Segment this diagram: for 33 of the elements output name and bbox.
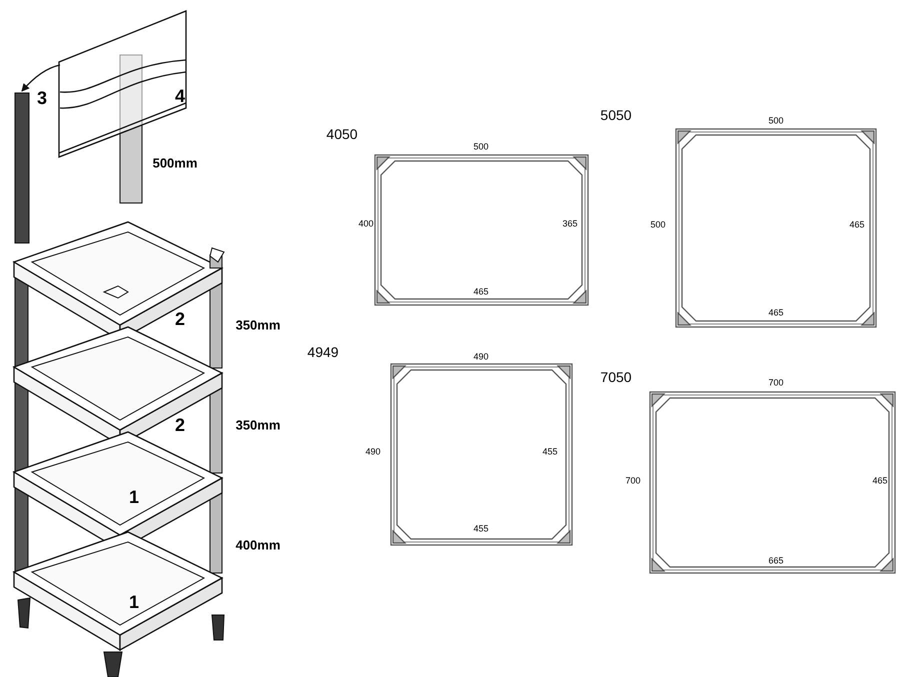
part-number: 3 (37, 89, 47, 107)
dimension-label: 350mm (236, 418, 280, 432)
dimension-label: 400mm (236, 538, 280, 552)
dimension-label: 465 (872, 476, 888, 486)
model-label: 7050 (600, 370, 632, 384)
part-number: 1 (129, 593, 139, 611)
dimension-label: 700 (768, 378, 784, 388)
dimension-label: 465 (849, 220, 865, 230)
model-label: 5050 (600, 108, 632, 122)
dimension-label: 465 (473, 288, 489, 296)
dimension-label: 500 (650, 220, 666, 230)
part-number: 4 (175, 87, 185, 105)
dimension-label: 465 (768, 308, 784, 318)
dimension-label: 365 (562, 220, 578, 228)
model-label: 4050 (326, 127, 358, 141)
dimension-label: 400 (358, 220, 374, 228)
dimension-label: 665 (768, 556, 784, 566)
dimension-label: 350mm (236, 318, 280, 332)
dimension-label: 500 (473, 142, 489, 152)
model-label: 4949 (307, 345, 339, 359)
dimension-label: 700 (625, 476, 641, 486)
dimension-label: 490 (365, 448, 381, 456)
arrow (21, 64, 60, 92)
panel-drawing (58, 10, 188, 158)
dimension-label: 455 (473, 524, 489, 534)
dimension-label: 500mm (152, 156, 198, 170)
dimension-label: 490 (473, 352, 489, 362)
part-number: 2 (175, 416, 185, 434)
post-drawing (14, 92, 30, 244)
dimension-label: 455 (542, 448, 558, 456)
part-number: 1 (129, 488, 139, 506)
dimension-label: 500 (768, 116, 784, 126)
part-number: 2 (175, 310, 185, 328)
